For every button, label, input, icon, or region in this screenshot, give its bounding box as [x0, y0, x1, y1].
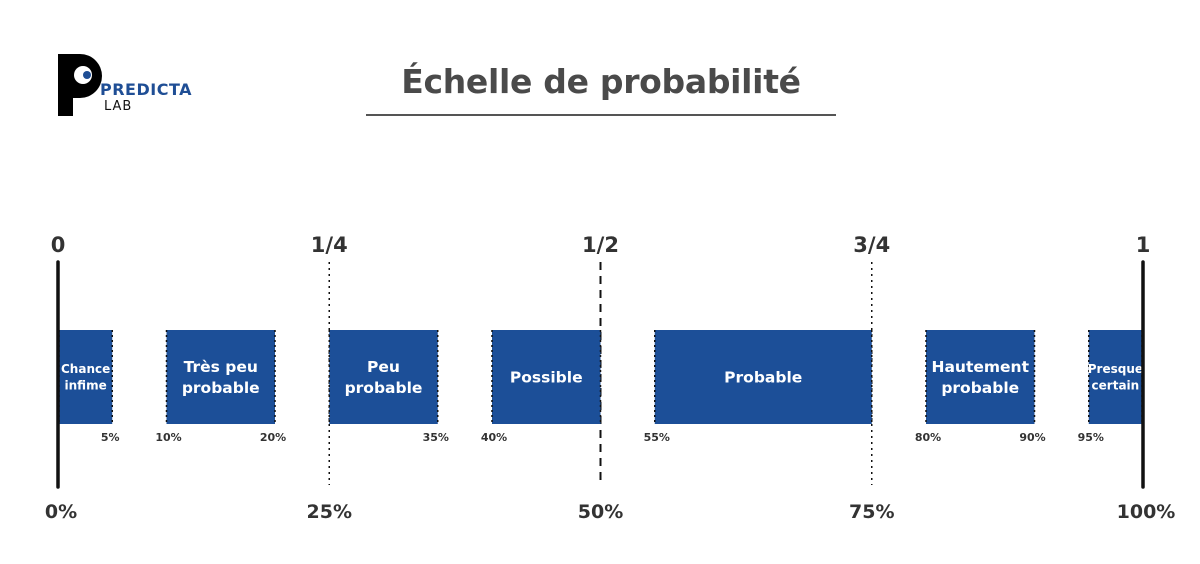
category-label: Très peu [184, 358, 258, 376]
category-label: probable [182, 379, 260, 397]
category-label: probable [941, 379, 1019, 397]
percent-label: 75% [849, 501, 894, 523]
category-label: Peu [367, 358, 400, 376]
predicta-lab-logo: PREDICTA LAB [56, 50, 192, 120]
bar-start-value: 55% [644, 431, 670, 444]
fraction-label: 0 [51, 233, 66, 257]
logo-subtitle: LAB [104, 99, 133, 114]
category-label: Possible [510, 368, 583, 386]
bar-end-value: 5% [101, 431, 120, 444]
category-label: Hautement [932, 358, 1030, 376]
category-bar [59, 330, 113, 424]
fraction-label: 1/4 [311, 233, 348, 257]
bar-start-value: 10% [155, 431, 181, 444]
bar-start-value: 40% [481, 431, 507, 444]
category-label: Probable [724, 368, 802, 386]
bar-end-value: 35% [423, 431, 449, 444]
category-label: Chance [61, 362, 110, 376]
category-label: Presque [1088, 362, 1143, 376]
logo-name: PREDICTA [100, 80, 193, 99]
logo-p-mark [58, 54, 102, 116]
category-bar [492, 330, 601, 424]
bar-start-value: 80% [915, 431, 941, 444]
percent-label: 50% [578, 501, 623, 523]
fraction-label: 3/4 [853, 233, 890, 257]
fraction-label: 1/2 [582, 233, 619, 257]
category-label: infime [65, 378, 107, 392]
category-bar [1088, 330, 1142, 424]
category-label: probable [345, 379, 423, 397]
category-bar [166, 330, 275, 424]
percent-label: 25% [307, 501, 352, 523]
category-label: certain [1092, 378, 1140, 392]
fraction-label: 1 [1136, 233, 1151, 257]
title-underline [366, 114, 836, 116]
percent-label: 100% [1117, 501, 1176, 523]
bar-start-value: 95% [1078, 431, 1104, 444]
category-bar [329, 330, 438, 424]
page-title: Échelle de probabilité [401, 62, 801, 101]
bar-end-value: 90% [1019, 431, 1045, 444]
category-bar [926, 330, 1035, 424]
category-bar [654, 330, 872, 424]
percent-label: 0% [45, 501, 77, 523]
bar-end-value: 20% [260, 431, 286, 444]
